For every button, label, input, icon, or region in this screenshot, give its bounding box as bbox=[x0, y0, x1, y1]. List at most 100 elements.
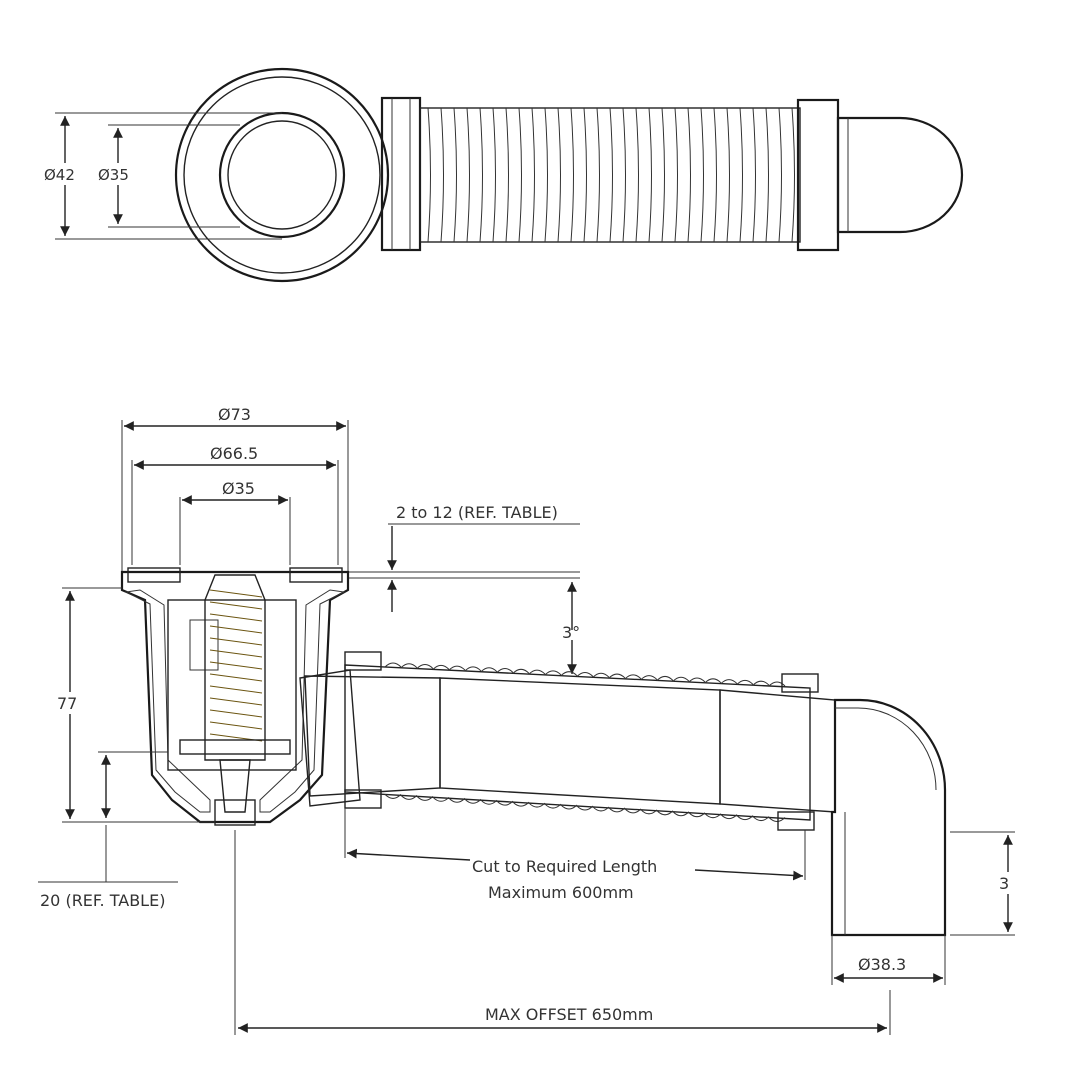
sleeve-rib bbox=[464, 798, 482, 804]
sleeve-rib bbox=[544, 670, 562, 676]
hose-rib bbox=[440, 107, 444, 243]
dim-outlet-diameter: Ø38.3 bbox=[858, 955, 906, 974]
inner-bore-circle bbox=[218, 111, 346, 239]
sleeve-rib bbox=[672, 676, 690, 682]
hose-rib bbox=[518, 107, 522, 243]
sleeve-rib bbox=[512, 668, 530, 674]
hose-rib bbox=[570, 107, 574, 243]
spring-coil bbox=[209, 661, 263, 670]
sleeve-rib bbox=[688, 677, 706, 683]
hose-rib bbox=[713, 107, 717, 243]
hose-rib bbox=[752, 107, 756, 243]
note-depth: 20 (REF. TABLE) bbox=[40, 891, 165, 910]
sleeve-rib bbox=[400, 663, 418, 669]
sleeve-rib bbox=[688, 812, 706, 818]
sleeve-rib bbox=[416, 795, 434, 801]
sleeve-rib bbox=[704, 813, 722, 819]
spring-coil bbox=[209, 685, 263, 694]
hose-rib bbox=[687, 107, 691, 243]
dim-35: Ø35 bbox=[222, 479, 255, 498]
dim-outlet-height: 3 bbox=[999, 874, 1009, 893]
sleeve-rib bbox=[544, 803, 562, 809]
hose-rib bbox=[739, 107, 743, 243]
spring-coil bbox=[209, 589, 263, 598]
sleeve-rib bbox=[720, 814, 738, 820]
section-view: Ø73 Ø66.5 Ø35 2 to 12 (REF. TABLE) 3° bbox=[38, 405, 1018, 1035]
hose-rib bbox=[427, 107, 431, 243]
sleeve-rib bbox=[768, 817, 786, 823]
hose-rib bbox=[544, 107, 548, 243]
hose-rib bbox=[505, 107, 509, 243]
hose-rib bbox=[648, 107, 652, 243]
sleeve-rib bbox=[624, 808, 642, 814]
spring-coil bbox=[209, 613, 263, 622]
note-cut-length: Cut to Required Length bbox=[472, 857, 657, 876]
hose-rib bbox=[531, 107, 535, 243]
dim-outer-diameter: Ø42 bbox=[44, 166, 75, 184]
sleeve-rib bbox=[528, 802, 546, 808]
hose-rib bbox=[492, 107, 496, 243]
dim-inner-diameter: Ø35 bbox=[98, 166, 129, 184]
sleeve-rib bbox=[560, 804, 578, 810]
hose-rib bbox=[557, 107, 561, 243]
sleeve-rib bbox=[720, 679, 738, 684]
sleeve-rib bbox=[384, 662, 402, 668]
sleeve-rib bbox=[624, 674, 642, 680]
note-max-length: Maximum 600mm bbox=[488, 883, 634, 902]
sleeve-rib bbox=[480, 667, 498, 673]
dim-77: 77 bbox=[57, 694, 77, 713]
sleeve-rib bbox=[528, 669, 546, 675]
sleeve-rib bbox=[640, 809, 658, 815]
spring-coil bbox=[209, 601, 263, 610]
outlet-pipe bbox=[299, 651, 836, 831]
hose-rib bbox=[765, 107, 769, 243]
sleeve-rib bbox=[752, 680, 770, 686]
sleeve-rib bbox=[592, 806, 610, 812]
hose-rib bbox=[635, 107, 639, 243]
spring-coil bbox=[209, 721, 263, 730]
sleeve-rib bbox=[400, 795, 418, 800]
hose-rib bbox=[700, 107, 704, 243]
end-collar bbox=[796, 98, 840, 252]
hose-rib bbox=[726, 107, 730, 243]
sleeve-rib bbox=[432, 796, 450, 802]
sleeve-rib bbox=[752, 816, 770, 822]
sleeve-rib bbox=[656, 675, 674, 681]
sleeve-rib bbox=[608, 673, 626, 679]
spring-coil bbox=[209, 709, 263, 718]
sleeve-rib bbox=[736, 679, 754, 685]
dim-angle: 3° bbox=[562, 623, 580, 642]
dim-73: Ø73 bbox=[218, 405, 251, 424]
spring-coil bbox=[209, 625, 263, 634]
hose-rib bbox=[466, 107, 470, 243]
top-view: Ø42 Ø35 bbox=[42, 67, 964, 283]
dim-max-offset: MAX OFFSET 650mm bbox=[485, 1005, 653, 1024]
sleeve-rib bbox=[640, 675, 658, 681]
hose-rib bbox=[596, 107, 600, 243]
sleeve-rib bbox=[656, 810, 674, 816]
sleeve-rib bbox=[480, 799, 498, 805]
sleeve-rib bbox=[576, 671, 594, 677]
spring-coil bbox=[209, 697, 263, 706]
sleeve-rib bbox=[448, 665, 466, 671]
seal bbox=[189, 619, 219, 671]
elbow-outlet bbox=[830, 698, 947, 937]
hose-rib bbox=[778, 107, 782, 243]
hose-rib bbox=[479, 107, 483, 243]
hose-rib bbox=[622, 107, 626, 243]
sleeve-rib bbox=[416, 664, 434, 669]
hose-rib bbox=[583, 107, 587, 243]
sleeve-rib bbox=[704, 678, 722, 684]
inner-cylinder bbox=[167, 599, 297, 771]
sleeve-rib bbox=[384, 794, 402, 799]
note-thickness: 2 to 12 (REF. TABLE) bbox=[396, 503, 558, 522]
waste-body bbox=[120, 570, 350, 824]
brass-mechanism bbox=[204, 574, 266, 761]
hose-rib bbox=[661, 107, 665, 243]
sleeve-rib bbox=[464, 666, 482, 672]
sleeve-rib bbox=[432, 664, 450, 670]
sleeve-rib bbox=[512, 801, 530, 807]
sleeve-rib bbox=[496, 668, 514, 673]
